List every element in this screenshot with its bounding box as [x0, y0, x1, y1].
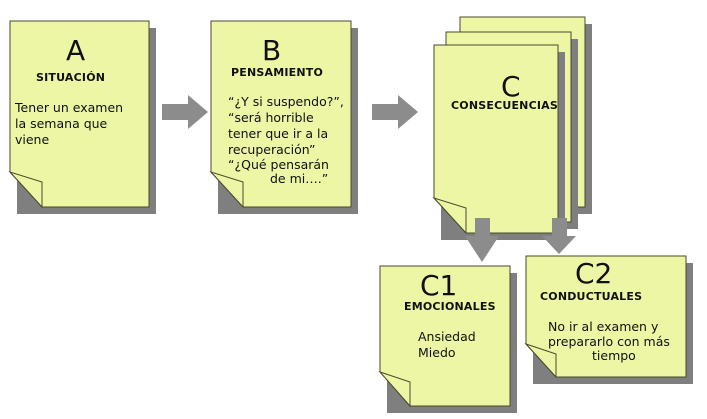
note-c2-letter: C2 [575, 257, 613, 290]
note-a-caption: SITUACIÓN [36, 71, 106, 84]
arrow-a-to-b [162, 95, 208, 129]
note-c1-line-1: Ansiedad [418, 329, 476, 344]
note-b [209, 20, 358, 214]
note-a-paper [9, 20, 150, 208]
note-c1-fold [378, 370, 411, 408]
note-a-line-2: la semana que [15, 116, 108, 131]
note-c2 [524, 255, 693, 384]
note-c1 [378, 265, 517, 413]
note-c2-caption: CONDUCTUALES [540, 290, 643, 303]
note-b-line-1: “¿Y si suspendo?”, [228, 94, 344, 109]
note-c-caption: CONSECUENCIAS [451, 99, 558, 112]
note-c-stack [432, 16, 592, 240]
note-c2-line-2: prepararlo con más [548, 334, 670, 349]
note-c2-line-1: No ir al examen y [548, 319, 659, 334]
note-b-caption: PENSAMIENTO [231, 66, 324, 79]
note-a-fold [8, 170, 43, 209]
note-b-line-3: tener que ir a la [228, 126, 329, 141]
note-a-letter: A [66, 34, 86, 67]
note-c1-caption: EMOCIONALES [404, 300, 496, 313]
note-c2-fold [524, 342, 557, 379]
note-c-front-sheet [433, 44, 559, 234]
note-b-fold [209, 170, 244, 209]
note-a-line-1: Tener un examen [15, 100, 124, 115]
note-b-line-2: “será horrible [228, 110, 314, 125]
note-c1-letter: C1 [420, 269, 458, 302]
note-b-line-5: “¿Qué pensarán [228, 157, 329, 172]
note-c2-line-3: tiempo [592, 348, 636, 363]
note-b-line-6: de mi….” [270, 171, 329, 186]
note-c-letter: C [501, 70, 521, 103]
arrow-b-to-c [372, 95, 418, 129]
note-b-paper [210, 20, 352, 208]
note-c1-line-2: Miedo [418, 345, 456, 360]
note-b-line-4: recuperación” [228, 142, 316, 157]
arrow-c-to-c1 [465, 218, 499, 262]
note-c1-paper [379, 265, 511, 407]
note-a [8, 20, 156, 214]
note-a-line-3: viene [15, 132, 50, 147]
note-c-fold [432, 196, 467, 235]
note-c2-paper [525, 255, 687, 378]
note-b-letter: B [262, 34, 282, 67]
arrow-c-to-c2 [542, 218, 576, 254]
